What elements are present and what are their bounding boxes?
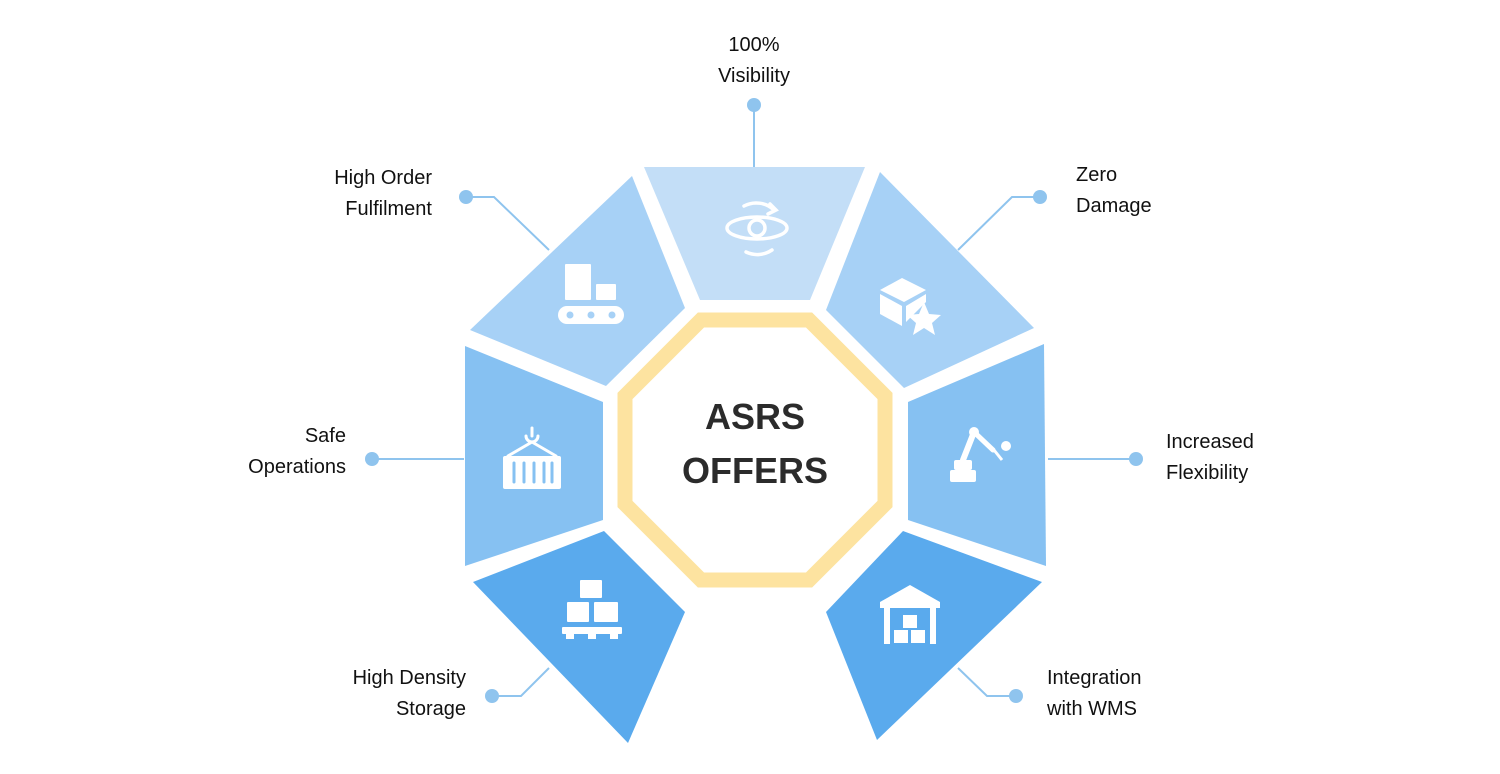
dot-flexibility	[1129, 452, 1143, 466]
segment-visibility	[644, 167, 865, 300]
orbit-icon	[725, 201, 789, 257]
segment-density	[473, 531, 685, 743]
box-star-icon	[880, 278, 941, 335]
dot-density	[485, 689, 499, 703]
connector-zero-damage	[957, 196, 1040, 251]
connector-density	[492, 667, 550, 697]
label-safe: Safe Operations	[248, 425, 346, 478]
label-fulfilment: High Order Fulfilment	[334, 167, 432, 220]
dot-safe	[365, 452, 379, 466]
label-wms: Integration with WMS	[1047, 667, 1142, 720]
connector-fulfilment	[466, 196, 550, 251]
segment-flexibility	[908, 344, 1046, 566]
dot-fulfilment	[459, 190, 473, 204]
connector-wms	[957, 667, 1016, 697]
dot-wms	[1009, 689, 1023, 703]
center-title: ASRS OFFERS	[600, 390, 910, 498]
robot-arm-icon	[950, 427, 1011, 482]
label-zero-damage: Zero Damage	[1076, 164, 1152, 217]
label-visibility: 100% Visibility	[718, 34, 790, 87]
center-title-line2: OFFERS	[681, 450, 828, 491]
center-title-line1: ASRS	[704, 396, 806, 437]
warehouse-icon	[880, 585, 940, 644]
segment-zero-damage	[826, 172, 1034, 388]
inner-octagon-ring	[617, 312, 893, 588]
dot-visibility	[747, 98, 761, 112]
label-flexibility: Increased Flexibility	[1166, 431, 1254, 484]
dot-zero-damage	[1033, 190, 1047, 204]
label-density: High Density Storage	[352, 667, 466, 720]
container-hook-icon	[503, 426, 561, 489]
conveyor-icon	[558, 264, 624, 324]
pallet-boxes-icon	[562, 580, 622, 639]
